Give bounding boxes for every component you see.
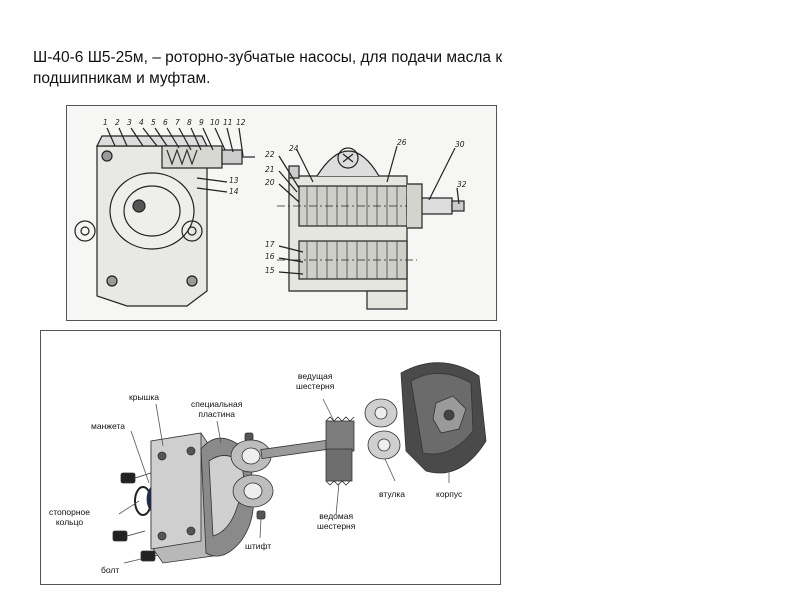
title-line-2: подшипникам и муфтам.: [33, 70, 211, 87]
part-number: 30: [455, 140, 465, 149]
part-number: 9: [199, 118, 204, 127]
label-bushing: втулка: [379, 489, 405, 499]
label-special-plate: специальная пластина: [191, 399, 243, 419]
label-drive-gear: ведущая шестерня: [296, 371, 335, 391]
pump-section-drawing: 1 2 3 4 5 6 7 8 9 10 11 12 13 14 22 24 2…: [66, 105, 497, 321]
part-number: 22: [265, 150, 275, 159]
part-number: 13: [229, 176, 239, 185]
label-retaining-ring: стопорное кольцо: [49, 507, 90, 527]
label-housing: корпус: [436, 489, 463, 499]
title-line-1: Ш-40-6 Ш5-25м, – роторно-зубчатые насосы…: [33, 49, 503, 66]
part-number: 3: [127, 118, 132, 127]
part-number: 5: [151, 118, 156, 127]
part-number: 2: [115, 118, 120, 127]
label-pin: штифт: [245, 541, 272, 551]
part-number: 11: [223, 118, 233, 127]
pump-exploded-svg: [112, 362, 487, 564]
part-number: 20: [265, 178, 275, 187]
page-title: Ш-40-6 Ш5-25м, – роторно-зубчатые насосы…: [33, 47, 633, 89]
part-number: 14: [229, 187, 239, 196]
part-number: 8: [187, 118, 192, 127]
part-number: 1: [103, 118, 108, 127]
pump-exploded-view: крышка специальная пластина манжета веду…: [40, 330, 501, 585]
label-driven-gear: ведомая шестерня: [317, 511, 356, 531]
part-number: 32: [457, 180, 467, 189]
bolt-shape: [112, 472, 172, 562]
part-number: 6: [163, 118, 168, 127]
part-number: 24: [289, 144, 299, 153]
part-number: 16: [265, 252, 275, 261]
label-cover: крышка: [129, 392, 160, 402]
part-number: 7: [175, 118, 180, 127]
part-number: 10: [210, 118, 220, 127]
part-number: 17: [265, 240, 275, 249]
part-number: 26: [397, 138, 407, 147]
label-bolt: болт: [101, 565, 120, 575]
part-number: 4: [139, 118, 144, 127]
label-cuff: манжета: [91, 421, 125, 431]
part-number: 15: [265, 266, 275, 275]
part-number: 21: [265, 165, 275, 174]
pump-drawing-svg: [74, 127, 465, 310]
part-number: 12: [236, 118, 246, 127]
